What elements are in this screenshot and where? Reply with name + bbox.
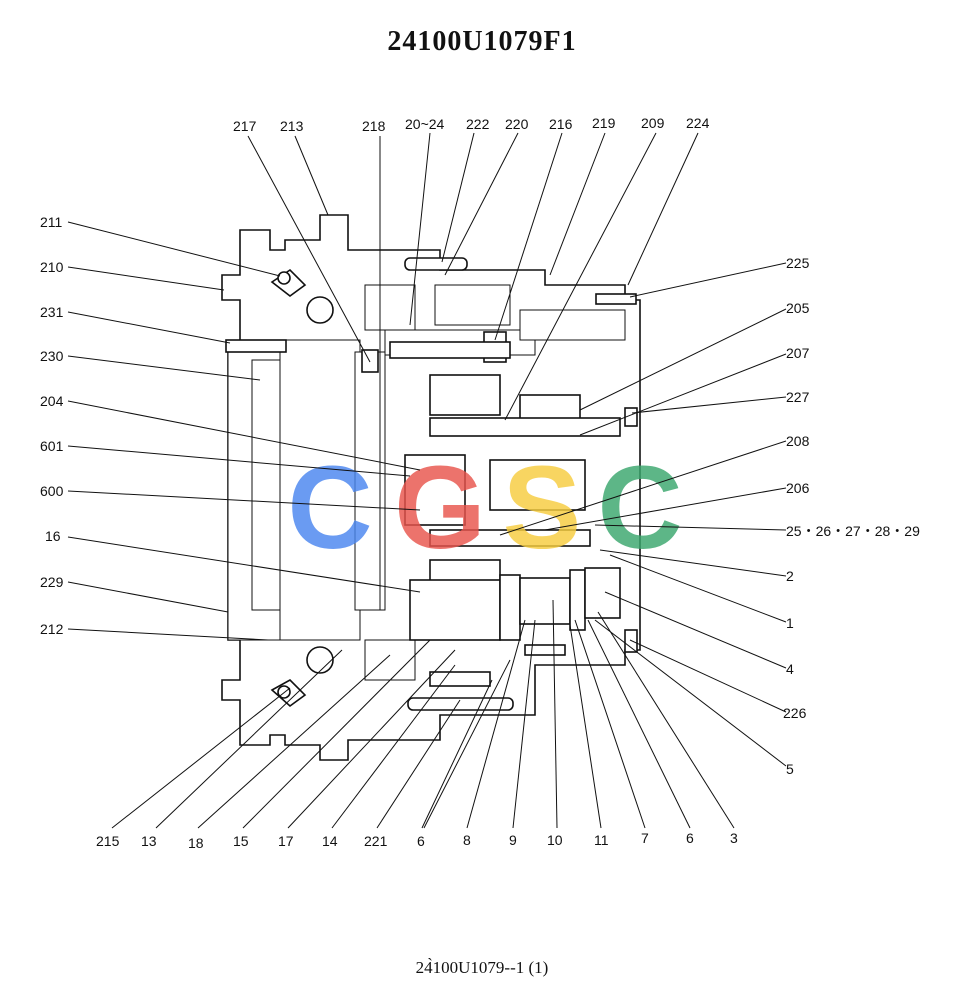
callout-label: 206 xyxy=(786,480,810,496)
callout-label: 205 xyxy=(786,300,810,316)
callout-label: 221 xyxy=(364,833,388,849)
watermark-letter: G xyxy=(394,442,486,574)
callout-label: 25・26・27・28・29 xyxy=(786,523,920,539)
callouts-right: 225 205 207 227 208 206 25・26・27・28・29 2… xyxy=(783,255,920,777)
callout-label: 211 xyxy=(40,214,63,230)
callout-label: 204 xyxy=(40,393,64,409)
callout-label: 7 xyxy=(641,830,649,846)
callout-label: 224 xyxy=(686,115,710,131)
watermark-letter: S xyxy=(503,442,582,574)
watermark-letter: C xyxy=(287,442,372,574)
watermark: C G S C xyxy=(287,442,682,574)
callouts-top: 217 213 218 20~24 222 220 216 219 209 22… xyxy=(233,115,710,134)
callout-label: 220 xyxy=(505,116,529,132)
leader-lines xyxy=(67,132,787,829)
callout-label: 226 xyxy=(783,705,807,721)
drawing-number-footer: 24̀100U1079--1 (1) xyxy=(415,958,549,977)
callout-label: 2 xyxy=(786,568,794,584)
callout-label: 4 xyxy=(786,661,794,677)
callout-label: 219 xyxy=(592,115,616,131)
callout-label: 208 xyxy=(786,433,810,449)
callout-label: 18 xyxy=(188,835,204,851)
callout-label: 5 xyxy=(786,761,794,777)
callout-label: 225 xyxy=(786,255,810,271)
callout-label: 13 xyxy=(141,833,157,849)
callout-label: 14 xyxy=(322,833,338,849)
callout-label: 209 xyxy=(641,115,665,131)
callout-label: 213 xyxy=(280,118,304,134)
callout-label: 15 xyxy=(233,833,249,849)
callout-label: 227 xyxy=(786,389,810,405)
callout-label: 218 xyxy=(362,118,386,134)
gear-train xyxy=(389,341,621,687)
callout-label: 222 xyxy=(466,116,490,132)
callout-label: 11 xyxy=(594,832,609,848)
callout-label: 9 xyxy=(509,832,517,848)
callout-label: 6 xyxy=(686,830,694,846)
callout-label: 8 xyxy=(463,832,471,848)
callout-label: 1 xyxy=(786,615,794,631)
callout-label: 215 xyxy=(96,833,120,849)
diagram-title: 24100U1079F1 xyxy=(387,26,577,57)
callout-label: 212 xyxy=(40,621,64,637)
callout-label: 600 xyxy=(40,483,64,499)
callout-label: 6 xyxy=(417,833,425,849)
callout-label: 17 xyxy=(278,833,294,849)
callout-label: 229 xyxy=(40,574,64,590)
callout-label: 230 xyxy=(40,348,64,364)
callout-label: 10 xyxy=(547,832,563,848)
callouts-bottom: 215 13 18 15 17 14 221 6 8 9 10 11 7 6 3 xyxy=(96,830,738,851)
callouts-left: 211 210 231 230 204 601 600 16 229 212 xyxy=(40,214,64,637)
callout-label: 216 xyxy=(549,116,573,132)
upper-bearings xyxy=(270,257,511,373)
callout-label: 207 xyxy=(786,345,810,361)
callout-label: 16 xyxy=(45,528,61,544)
callout-label: 217 xyxy=(233,118,257,134)
callout-label: 20~24 xyxy=(405,116,445,132)
lower-bearings xyxy=(270,639,514,711)
callout-label: 210 xyxy=(40,259,64,275)
callout-label: 601 xyxy=(40,438,64,454)
callout-label: 3 xyxy=(730,830,738,846)
callout-label: 231 xyxy=(40,304,64,320)
